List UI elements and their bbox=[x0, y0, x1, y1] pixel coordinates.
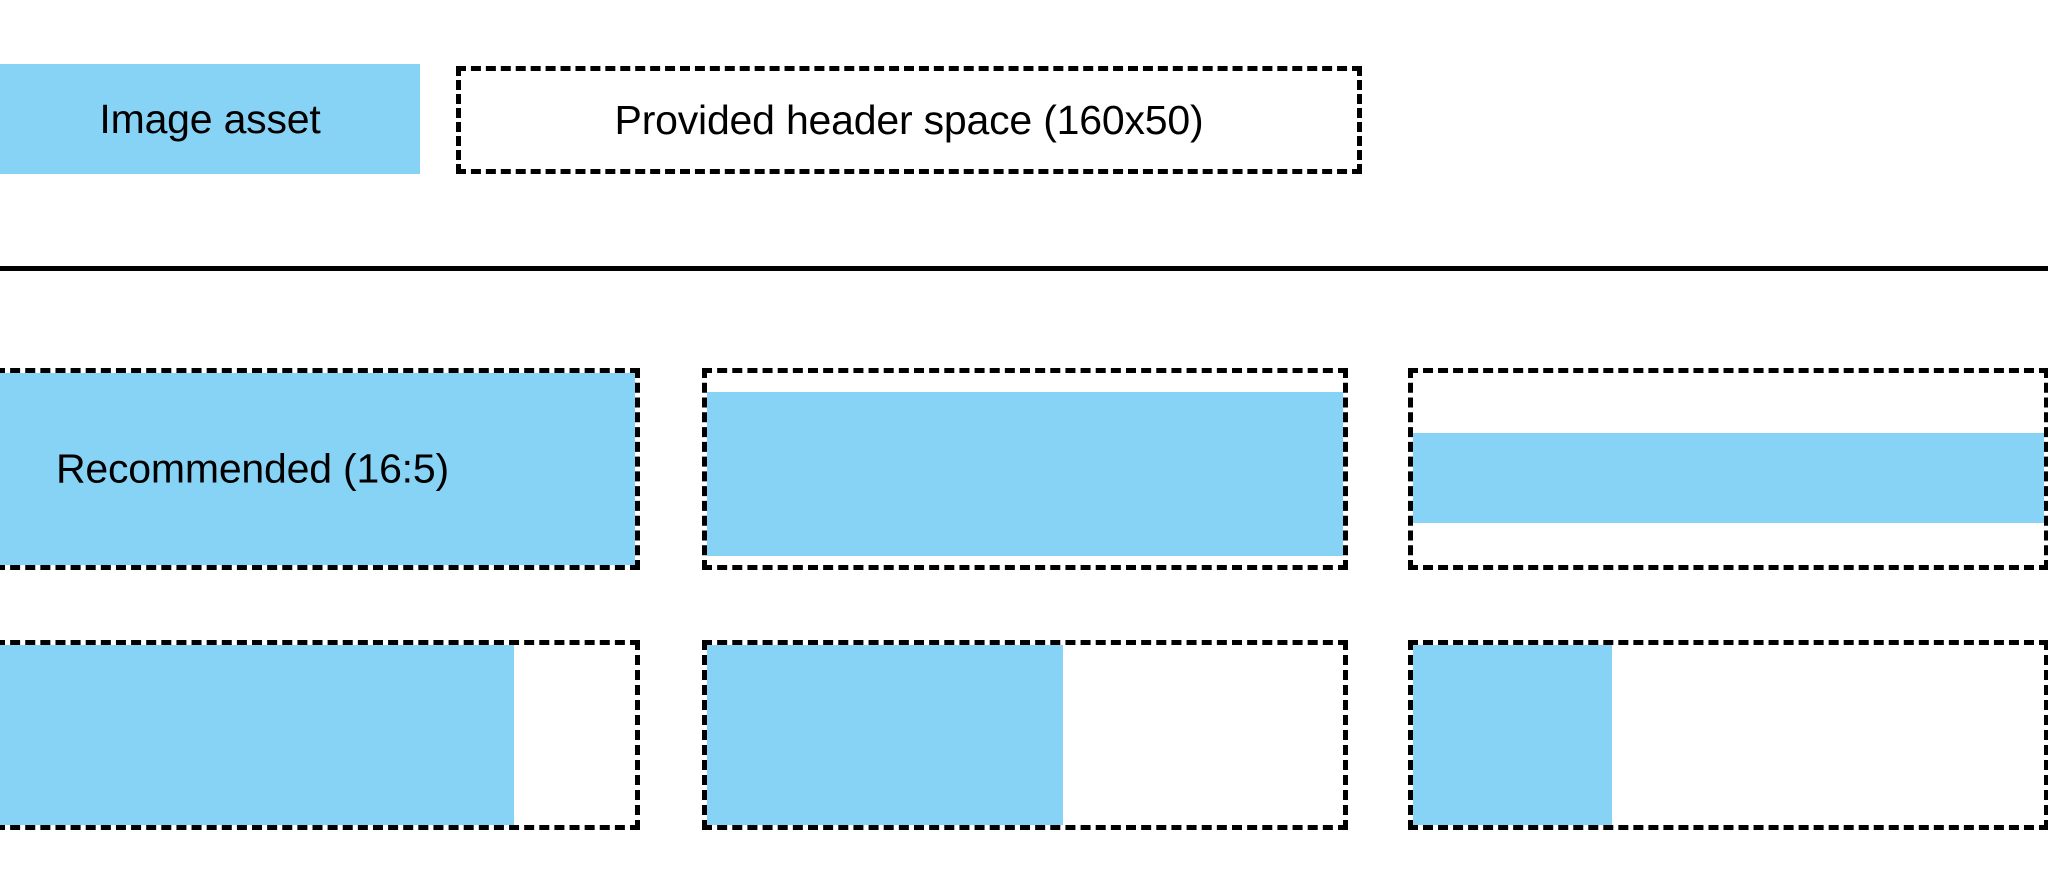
provided-header-space-box: Provided header space (160x50) bbox=[456, 66, 1362, 174]
grid-row-1: Recommended (16:5) bbox=[0, 368, 2048, 570]
asset-fill-letterboxed bbox=[707, 392, 1343, 556]
grid-cell-wide-fill bbox=[0, 640, 640, 830]
asset-fill-pillarboxed-wide bbox=[0, 645, 515, 825]
grid-cell-letterboxed bbox=[702, 368, 1348, 570]
grid-row-2 bbox=[0, 640, 2048, 830]
asset-fill-pillarboxed-medium bbox=[707, 645, 1064, 825]
grid-cell-thin-band bbox=[1408, 368, 2048, 570]
header-row: Image asset Provided header space (160x5… bbox=[0, 64, 2048, 176]
grid-cell-recommended: Recommended (16:5) bbox=[0, 368, 640, 570]
asset-fill-thin-band bbox=[1413, 433, 2044, 523]
asset-fill-pillarboxed-narrow bbox=[1413, 645, 1612, 825]
grid-cell-narrow-fill bbox=[1408, 640, 2048, 830]
grid-cell-medium-fill bbox=[702, 640, 1348, 830]
recommended-ratio-label: Recommended (16:5) bbox=[56, 445, 449, 492]
section-divider bbox=[0, 266, 2048, 271]
image-asset-swatch: Image asset bbox=[0, 64, 420, 174]
provided-header-space-label: Provided header space (160x50) bbox=[614, 96, 1204, 143]
image-asset-label: Image asset bbox=[99, 95, 321, 142]
asset-fill-full-bleed bbox=[0, 373, 635, 565]
